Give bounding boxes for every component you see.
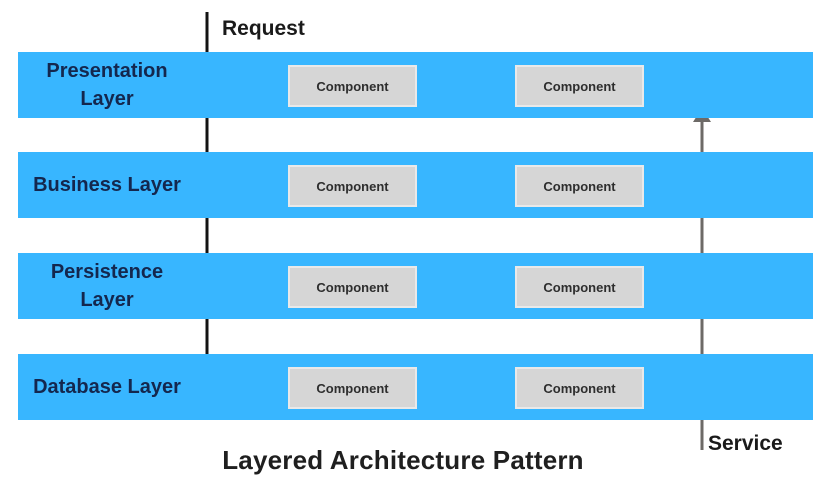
arrow-shaft xyxy=(205,208,209,267)
component-box: Component xyxy=(515,367,644,409)
layer-label: Database Layer xyxy=(33,376,181,398)
layer-band-database: Database Layer Component Component xyxy=(18,354,813,420)
arrow-shaft xyxy=(205,106,209,165)
layer-band-persistence: Persistence Layer Component Component xyxy=(18,253,813,319)
diagram-title: Layered Architecture Pattern xyxy=(222,445,584,475)
arrow-shaft xyxy=(205,12,209,73)
request-label: Request xyxy=(222,17,305,40)
component-box: Component xyxy=(288,266,417,308)
component-box: Component xyxy=(288,165,417,207)
component-box: Component xyxy=(288,367,417,409)
layer-label: Persistence Layer xyxy=(50,261,164,311)
arrow-shaft xyxy=(205,308,209,369)
layer-label: Business Layer xyxy=(33,174,181,196)
arrow-shaft xyxy=(700,305,704,357)
arrow-shaft xyxy=(700,395,704,450)
component-box: Component xyxy=(515,165,644,207)
component-box: Component xyxy=(515,266,644,308)
arrow-shaft xyxy=(700,210,704,262)
component-box: Component xyxy=(515,65,644,107)
component-box: Component xyxy=(288,65,417,107)
layer-band-business: Business Layer Component Component xyxy=(18,152,813,218)
arrow-shaft xyxy=(700,120,704,172)
layer-label: Presentation Layer xyxy=(46,60,168,110)
service-label: Service xyxy=(708,432,783,455)
layer-band-presentation: Presentation Layer Component Component xyxy=(18,52,813,118)
